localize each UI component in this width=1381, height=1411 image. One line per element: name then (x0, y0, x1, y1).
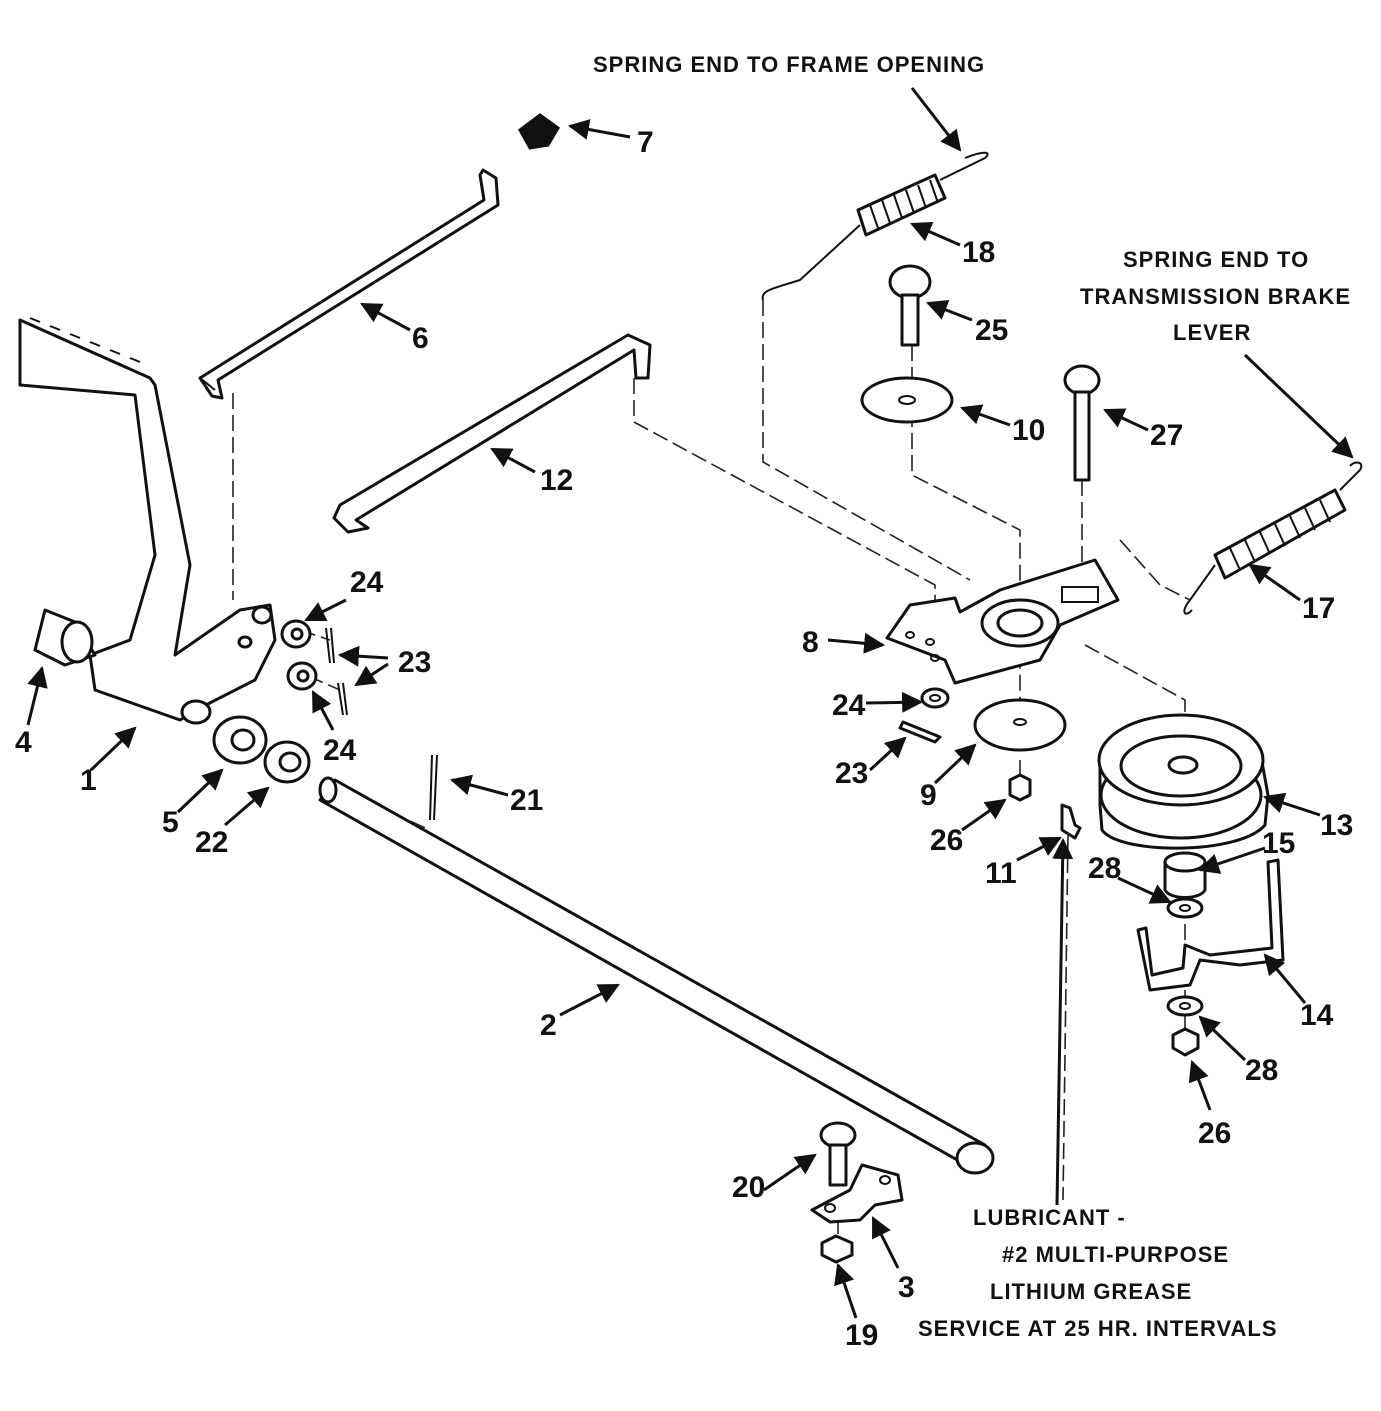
idler-pulley-13 (1097, 713, 1270, 850)
callout-6: 6 (412, 322, 429, 355)
callout-24b: 24 (323, 734, 357, 767)
extension-spring-18 (761, 151, 989, 301)
callout-17: 17 (1302, 592, 1335, 625)
cotter-pin-21 (429, 754, 438, 821)
callout-18: 18 (962, 236, 995, 269)
note-lubricant-4: SERVICE AT 25 HR. INTERVALS (918, 1316, 1278, 1341)
cross-shaft-2 (318, 776, 995, 1175)
callout-20: 20 (732, 1171, 765, 1204)
callout-27: 27 (1150, 419, 1183, 452)
leader-arrows (26, 87, 1354, 1319)
note-lubricant-2: #2 MULTI-PURPOSE (1002, 1242, 1229, 1267)
callout-8: 8 (802, 626, 819, 659)
note-trans-brake-3: LEVER (1173, 320, 1251, 345)
rod-12 (332, 333, 652, 534)
callout-28a: 28 (1088, 852, 1121, 885)
note-lubricant-3: LITHIUM GREASE (990, 1279, 1192, 1304)
flat-washer-9 (973, 698, 1067, 752)
callout-5: 5 (162, 806, 179, 839)
small-washer-24 (920, 687, 950, 709)
callout-22: 22 (195, 826, 228, 859)
callout-7: 7 (637, 126, 654, 159)
pulley-bushing-15 (1163, 851, 1207, 899)
callout-12: 12 (540, 464, 573, 497)
callout-24a: 24 (350, 566, 384, 599)
idler-bracket-8 (885, 558, 1120, 685)
callout-19: 19 (845, 1319, 878, 1352)
callout-14: 14 (1300, 999, 1334, 1032)
carriage-bolt-27 (1063, 364, 1101, 482)
callout-2: 2 (540, 1009, 557, 1042)
callout-15: 15 (1262, 827, 1295, 860)
small-washers-24 (280, 619, 318, 691)
callout-numbers: 1 2 3 4 5 6 7 8 9 10 11 12 13 14 15 17 1… (15, 126, 1353, 1352)
note-frame-opening: SPRING END TO FRAME OPENING (593, 52, 985, 77)
callout-1: 1 (80, 764, 97, 797)
clamp-3 (810, 1163, 904, 1224)
brake-rod-6 (198, 168, 500, 400)
callout-21: 21 (510, 784, 543, 817)
notes: SPRING END TO FRAME OPENING SPRING END T… (593, 52, 1351, 1341)
callout-26a: 26 (930, 824, 963, 857)
callout-9: 9 (920, 779, 937, 812)
carriage-bolt-20 (819, 1121, 857, 1187)
washer-22 (263, 740, 311, 784)
callout-24c: 24 (832, 689, 866, 722)
note-trans-brake-1: SPRING END TO (1123, 247, 1309, 272)
washer-5 (212, 715, 268, 765)
hex-nut-19 (820, 1234, 854, 1264)
carriage-bolt-25 (888, 264, 932, 347)
note-trans-brake-2: TRANSMISSION BRAKE (1080, 284, 1351, 309)
callout-3: 3 (898, 1271, 915, 1304)
washer-28-lower (1166, 995, 1204, 1017)
brake-pedal-arm (18, 317, 277, 725)
hex-nut-26 (1008, 773, 1032, 802)
hex-nut-26-lower (1171, 1027, 1200, 1057)
extension-spring-17 (1183, 461, 1363, 615)
callout-23b: 23 (835, 757, 868, 790)
cotter-pins-23 (325, 627, 348, 716)
callout-26b: 26 (1198, 1117, 1231, 1150)
callout-25: 25 (975, 314, 1008, 347)
callout-28b: 28 (1245, 1054, 1278, 1087)
cotter-pin-23 (898, 720, 942, 744)
rod-grip-7 (518, 113, 560, 150)
callout-10: 10 (1012, 414, 1045, 447)
callout-13: 13 (1320, 809, 1353, 842)
callout-4: 4 (15, 726, 32, 759)
callout-23a: 23 (398, 646, 431, 679)
flat-washer-10 (860, 376, 954, 424)
note-lubricant-1: LUBRICANT - (973, 1205, 1126, 1230)
pedal-bushing (33, 608, 97, 667)
washer-28-upper (1166, 897, 1204, 919)
assembly-lines (232, 300, 1191, 1240)
grease-fitting-11 (1060, 803, 1082, 840)
idler-arm-14 (1136, 858, 1285, 992)
callout-11: 11 (985, 857, 1017, 890)
